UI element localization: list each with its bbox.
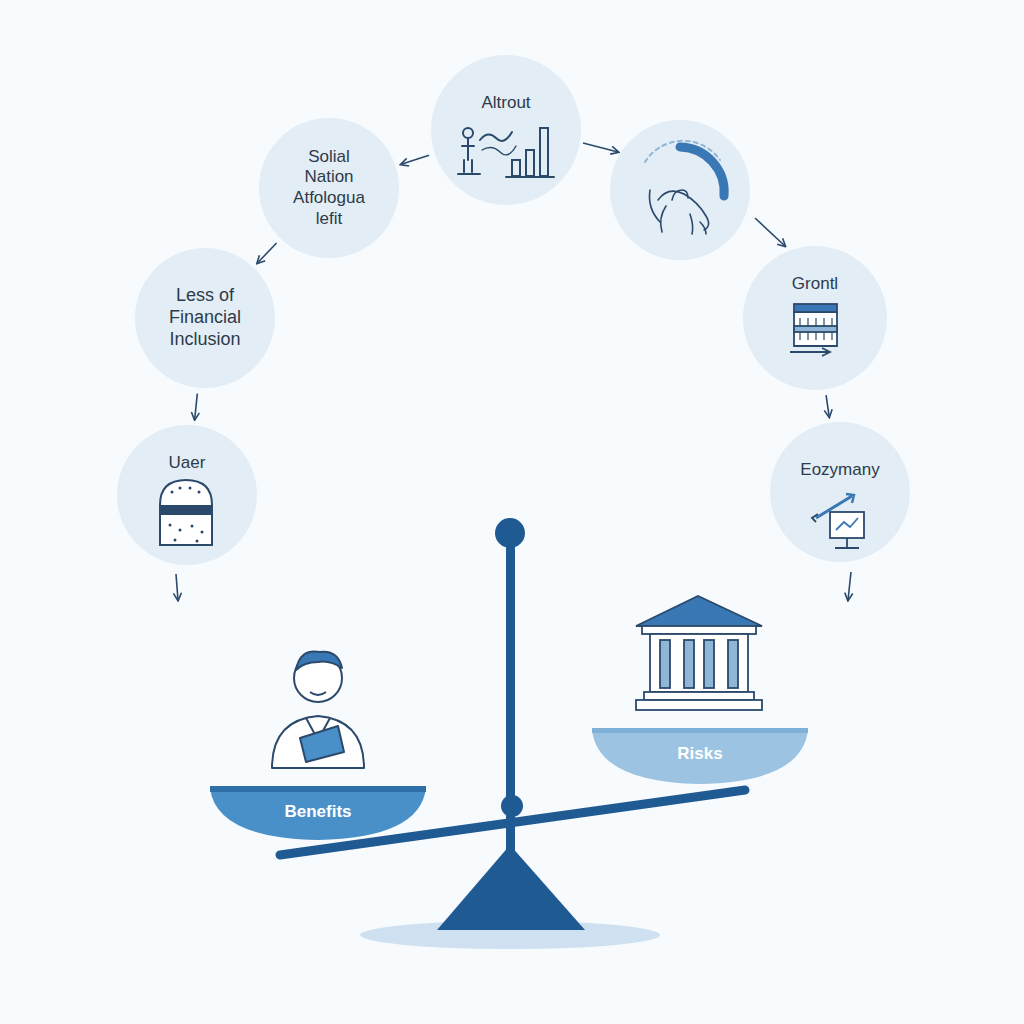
node-label: Altrout — [481, 93, 530, 114]
flow-arrow — [826, 395, 829, 417]
topic-circle: Eozymany — [770, 422, 910, 562]
node-label: Risks — [677, 744, 722, 765]
topic-circle: Solial Nation Atfologua lefit — [259, 118, 399, 258]
node-label: Solial Nation Atfologua lefit — [283, 147, 375, 230]
node-label: Eozymany — [800, 460, 879, 481]
node-label: Benefits — [284, 802, 351, 823]
scale-pan: Benefits — [212, 790, 424, 834]
flow-arrow — [257, 243, 276, 263]
node-label: Grontl — [792, 274, 838, 295]
flow-arrow — [401, 155, 429, 164]
flow-arrow — [195, 394, 198, 420]
node-label: Uaer — [169, 453, 206, 474]
topic-circle: Less of Financial Inclusion — [135, 248, 275, 388]
scale-pan: Risks — [593, 731, 807, 777]
node-label: Less of Financial Inclusion — [153, 285, 258, 351]
topic-circle: Grontl — [743, 246, 887, 390]
topic-circle: Uaer — [117, 425, 257, 565]
topic-circle: Altrout — [431, 55, 581, 205]
